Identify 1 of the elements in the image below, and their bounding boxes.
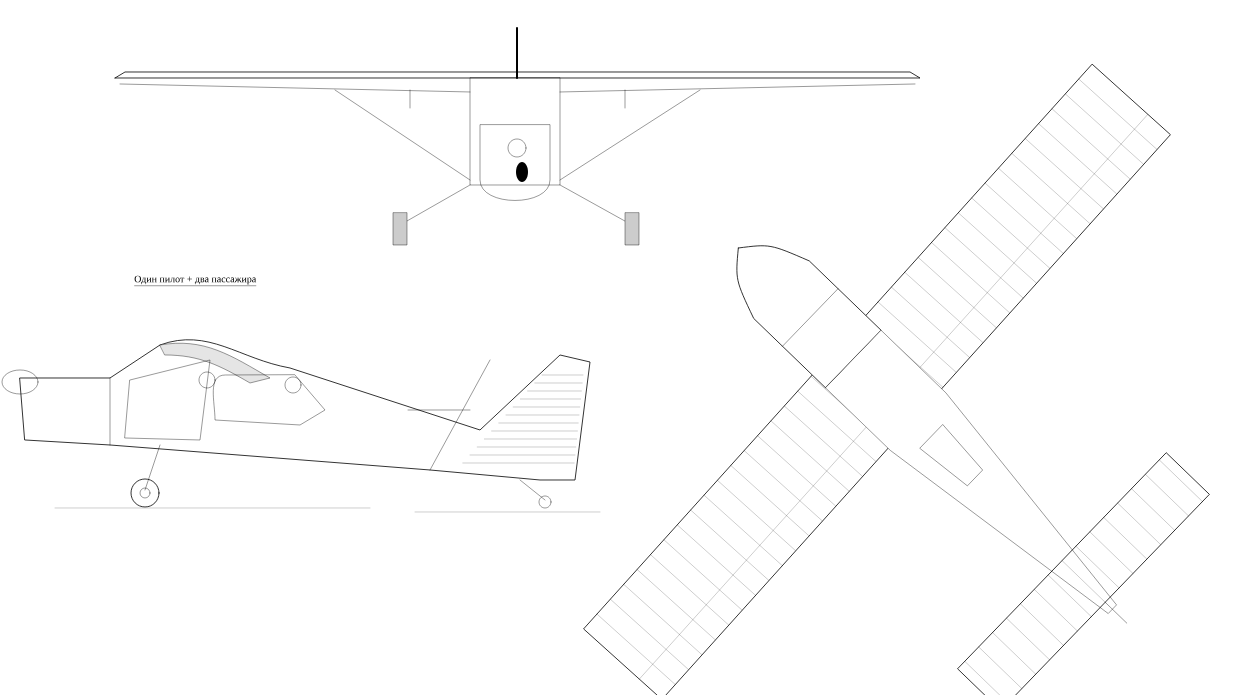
caption-text: Один пилот + два пассажира: [134, 275, 257, 286]
